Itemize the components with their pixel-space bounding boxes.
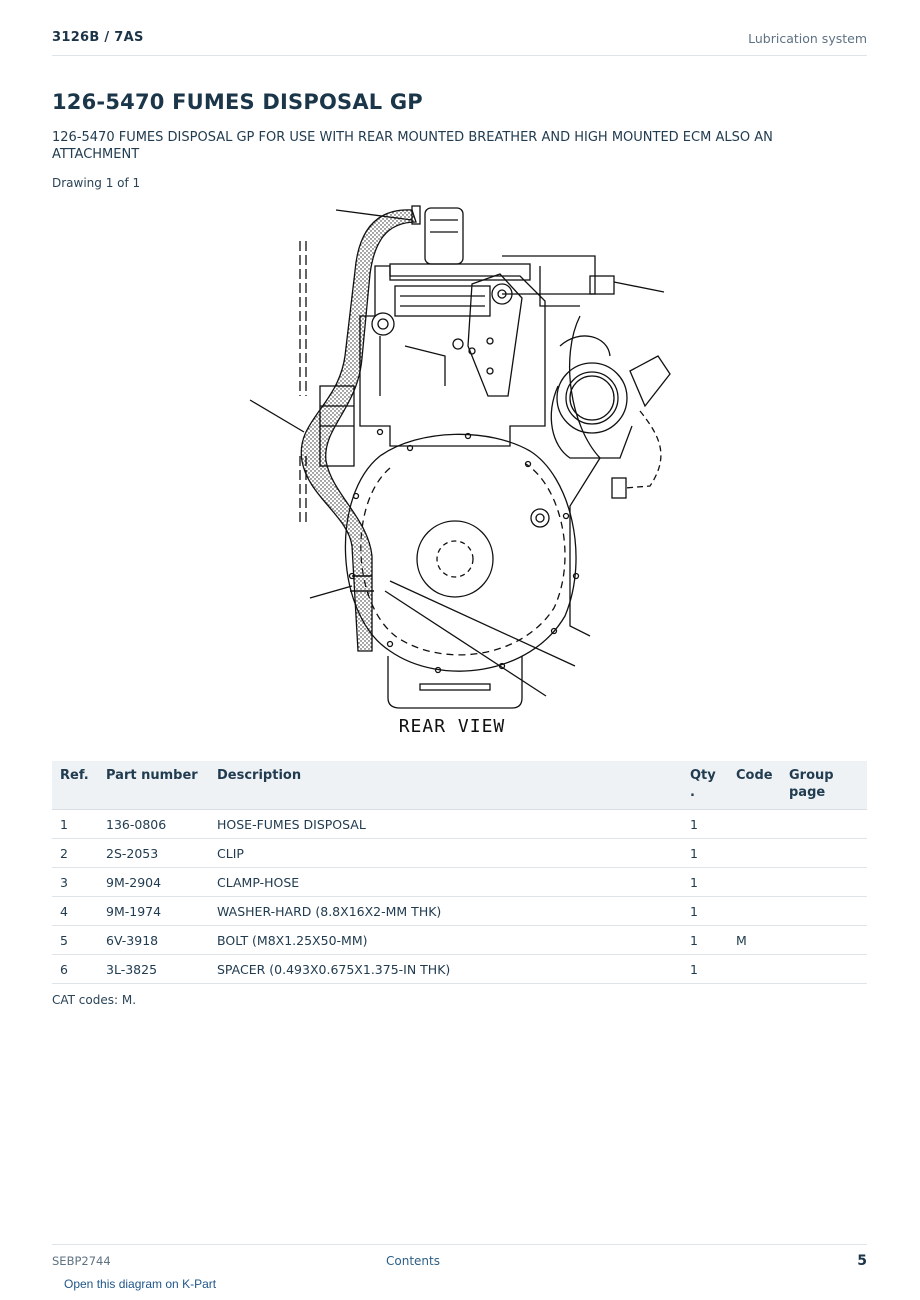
cell-code [728, 954, 781, 984]
cell-ref: 4 [52, 896, 98, 926]
cat-codes-note: CAT codes: M. [52, 993, 137, 1007]
table-row: 2 2S-2053 CLIP 1 [52, 838, 867, 868]
engine-rear-view-diagram: REAR VIEW [249, 205, 671, 737]
cell-group-page [781, 925, 867, 955]
cell-ref: 6 [52, 954, 98, 984]
cell-part-number: 2S-2053 [98, 838, 209, 868]
cell-qty: 1 [682, 925, 728, 955]
col-ref: Ref. [52, 761, 98, 810]
cell-part-number: 9M-2904 [98, 867, 209, 897]
table-row: 4 9M-1974 WASHER-HARD (8.8X16X2-MM THK) … [52, 896, 867, 926]
page-footer: SEBP2744 Contents 5 [52, 1244, 867, 1275]
cell-part-number: 136-0806 [98, 809, 209, 839]
cell-ref: 2 [52, 838, 98, 868]
cell-description: CLIP [209, 838, 682, 868]
col-part-number: Part number [98, 761, 209, 810]
drawing-counter: Drawing 1 of 1 [52, 176, 141, 190]
parts-table-header: Ref. Part number Description Qty . Code … [52, 761, 867, 810]
col-code: Code [728, 761, 781, 810]
cell-qty: 1 [682, 867, 728, 897]
cell-qty: 1 [682, 809, 728, 839]
section-label: Lubrication system [748, 31, 867, 46]
model-label: 3126B / 7AS [52, 30, 144, 45]
cell-group-page [781, 896, 867, 926]
cell-description: CLAMP-HOSE [209, 867, 682, 897]
contents-link[interactable]: Contents [386, 1254, 440, 1268]
cell-code [728, 809, 781, 839]
cell-qty: 1 [682, 838, 728, 868]
table-row: 3 9M-2904 CLAMP-HOSE 1 [52, 867, 867, 897]
group-description: 126-5470 FUMES DISPOSAL GP FOR USE WITH … [52, 130, 773, 162]
cell-description: WASHER-HARD (8.8X16X2-MM THK) [209, 896, 682, 926]
cell-group-page [781, 867, 867, 897]
diagram-caption: REAR VIEW [399, 716, 506, 737]
cell-part-number: 3L-3825 [98, 954, 209, 984]
cell-part-number: 9M-1974 [98, 896, 209, 926]
col-description: Description [209, 761, 682, 810]
col-qty: Qty . [682, 761, 728, 810]
cell-group-page [781, 838, 867, 868]
cell-qty: 1 [682, 896, 728, 926]
cell-part-number: 6V-3918 [98, 925, 209, 955]
table-row: 6 3L-3825 SPACER (0.493X0.675X1.375-IN T… [52, 954, 867, 984]
page-title: 126-5470 FUMES DISPOSAL GP [52, 90, 423, 114]
cell-qty: 1 [682, 954, 728, 984]
cell-group-page [781, 809, 867, 839]
cell-ref: 5 [52, 925, 98, 955]
cell-ref: 3 [52, 867, 98, 897]
cell-description: SPACER (0.493X0.675X1.375-IN THK) [209, 954, 682, 984]
page-header: 3126B / 7AS Lubrication system [52, 28, 867, 56]
cell-ref: 1 [52, 809, 98, 839]
table-row: 5 6V-3918 BOLT (M8X1.25X50-MM) 1 M [52, 925, 867, 955]
document-id: SEBP2744 [52, 1254, 111, 1268]
open-kpart-link[interactable]: Open this diagram on K-Part [64, 1277, 217, 1291]
cell-code [728, 867, 781, 897]
cell-description: BOLT (M8X1.25X50-MM) [209, 925, 682, 955]
cell-code [728, 896, 781, 926]
col-group-page: Group page [781, 761, 867, 810]
page-number: 5 [857, 1253, 867, 1269]
table-row: 1 136-0806 HOSE-FUMES DISPOSAL 1 [52, 809, 867, 839]
cell-description: HOSE-FUMES DISPOSAL [209, 809, 682, 839]
cell-code: M [728, 925, 781, 955]
cell-code [728, 838, 781, 868]
cell-group-page [781, 954, 867, 984]
parts-table: Ref. Part number Description Qty . Code … [52, 761, 867, 984]
